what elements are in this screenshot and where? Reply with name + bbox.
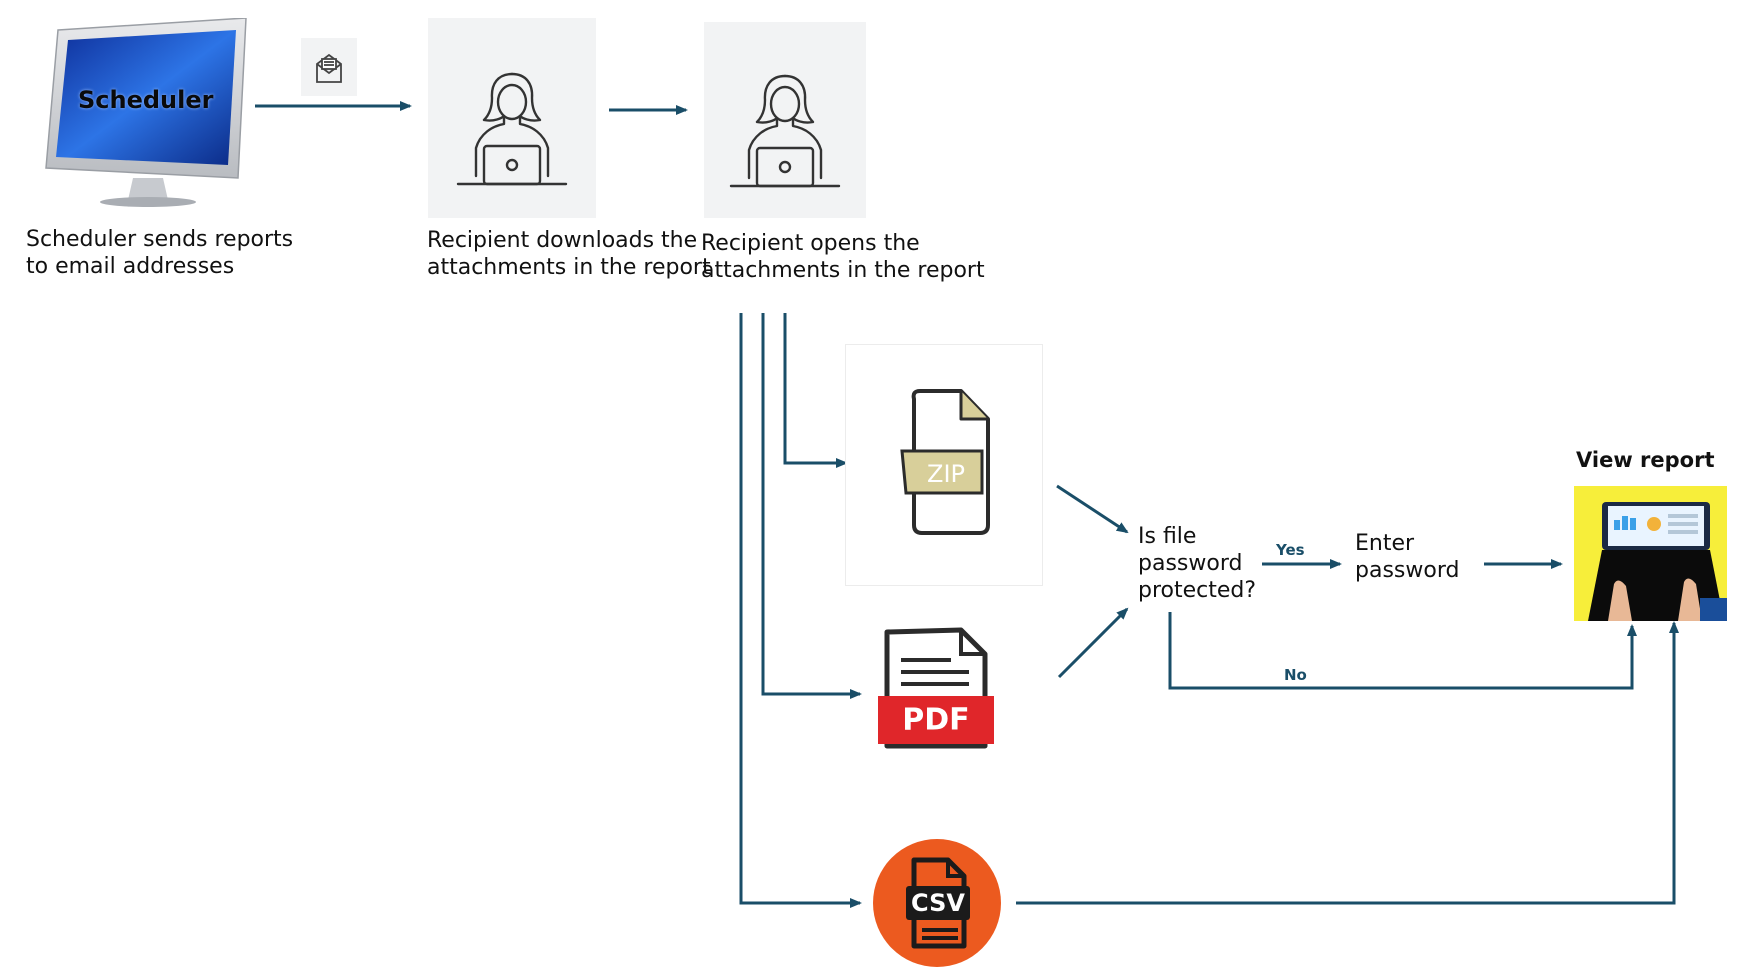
caption-download: Recipient downloads the attachments in t… — [427, 228, 711, 280]
arrow-zip-to-decision — [1056, 484, 1129, 534]
monitor-icon — [45, 18, 247, 207]
arrow-open-to-zip — [783, 313, 848, 468]
envelope-icon — [316, 53, 342, 83]
arrow-open-to-pdf — [761, 313, 862, 699]
person-laptop-icon — [456, 72, 568, 186]
person-laptop-icon — [729, 74, 841, 188]
view-report-title: View report — [1576, 448, 1715, 472]
arrow-csv-to-view — [1016, 621, 1679, 905]
zip-tile: ZIP — [845, 344, 1043, 586]
yes-label: Yes — [1276, 541, 1305, 559]
arrow-no — [1168, 612, 1637, 690]
pdf-file-icon: PDF — [878, 627, 994, 749]
pdf-label: PDF — [902, 703, 969, 738]
caption-scheduler: Scheduler sends reports to email address… — [26, 227, 294, 279]
no-label: No — [1284, 666, 1307, 684]
zip-file-icon: ZIP — [900, 389, 990, 535]
envelope-tile — [301, 38, 357, 96]
csv-file-icon: CSV — [873, 839, 1001, 967]
recipient-download-tile — [428, 18, 596, 218]
laptop-typing-icon — [1574, 486, 1727, 621]
arrow-open-to-csv — [739, 313, 862, 908]
arrow-pdf-to-decision — [1057, 607, 1129, 679]
csv-label: CSV — [911, 889, 965, 917]
decision-label: Is file password protected? — [1138, 524, 1257, 603]
recipient-open-tile — [704, 22, 866, 218]
monitor-label: Scheduler — [78, 86, 214, 114]
caption-open: Recipient opens the attachments in the r… — [701, 231, 985, 283]
zip-label: ZIP — [927, 460, 965, 488]
enter-password-label: Enter password — [1355, 531, 1460, 583]
